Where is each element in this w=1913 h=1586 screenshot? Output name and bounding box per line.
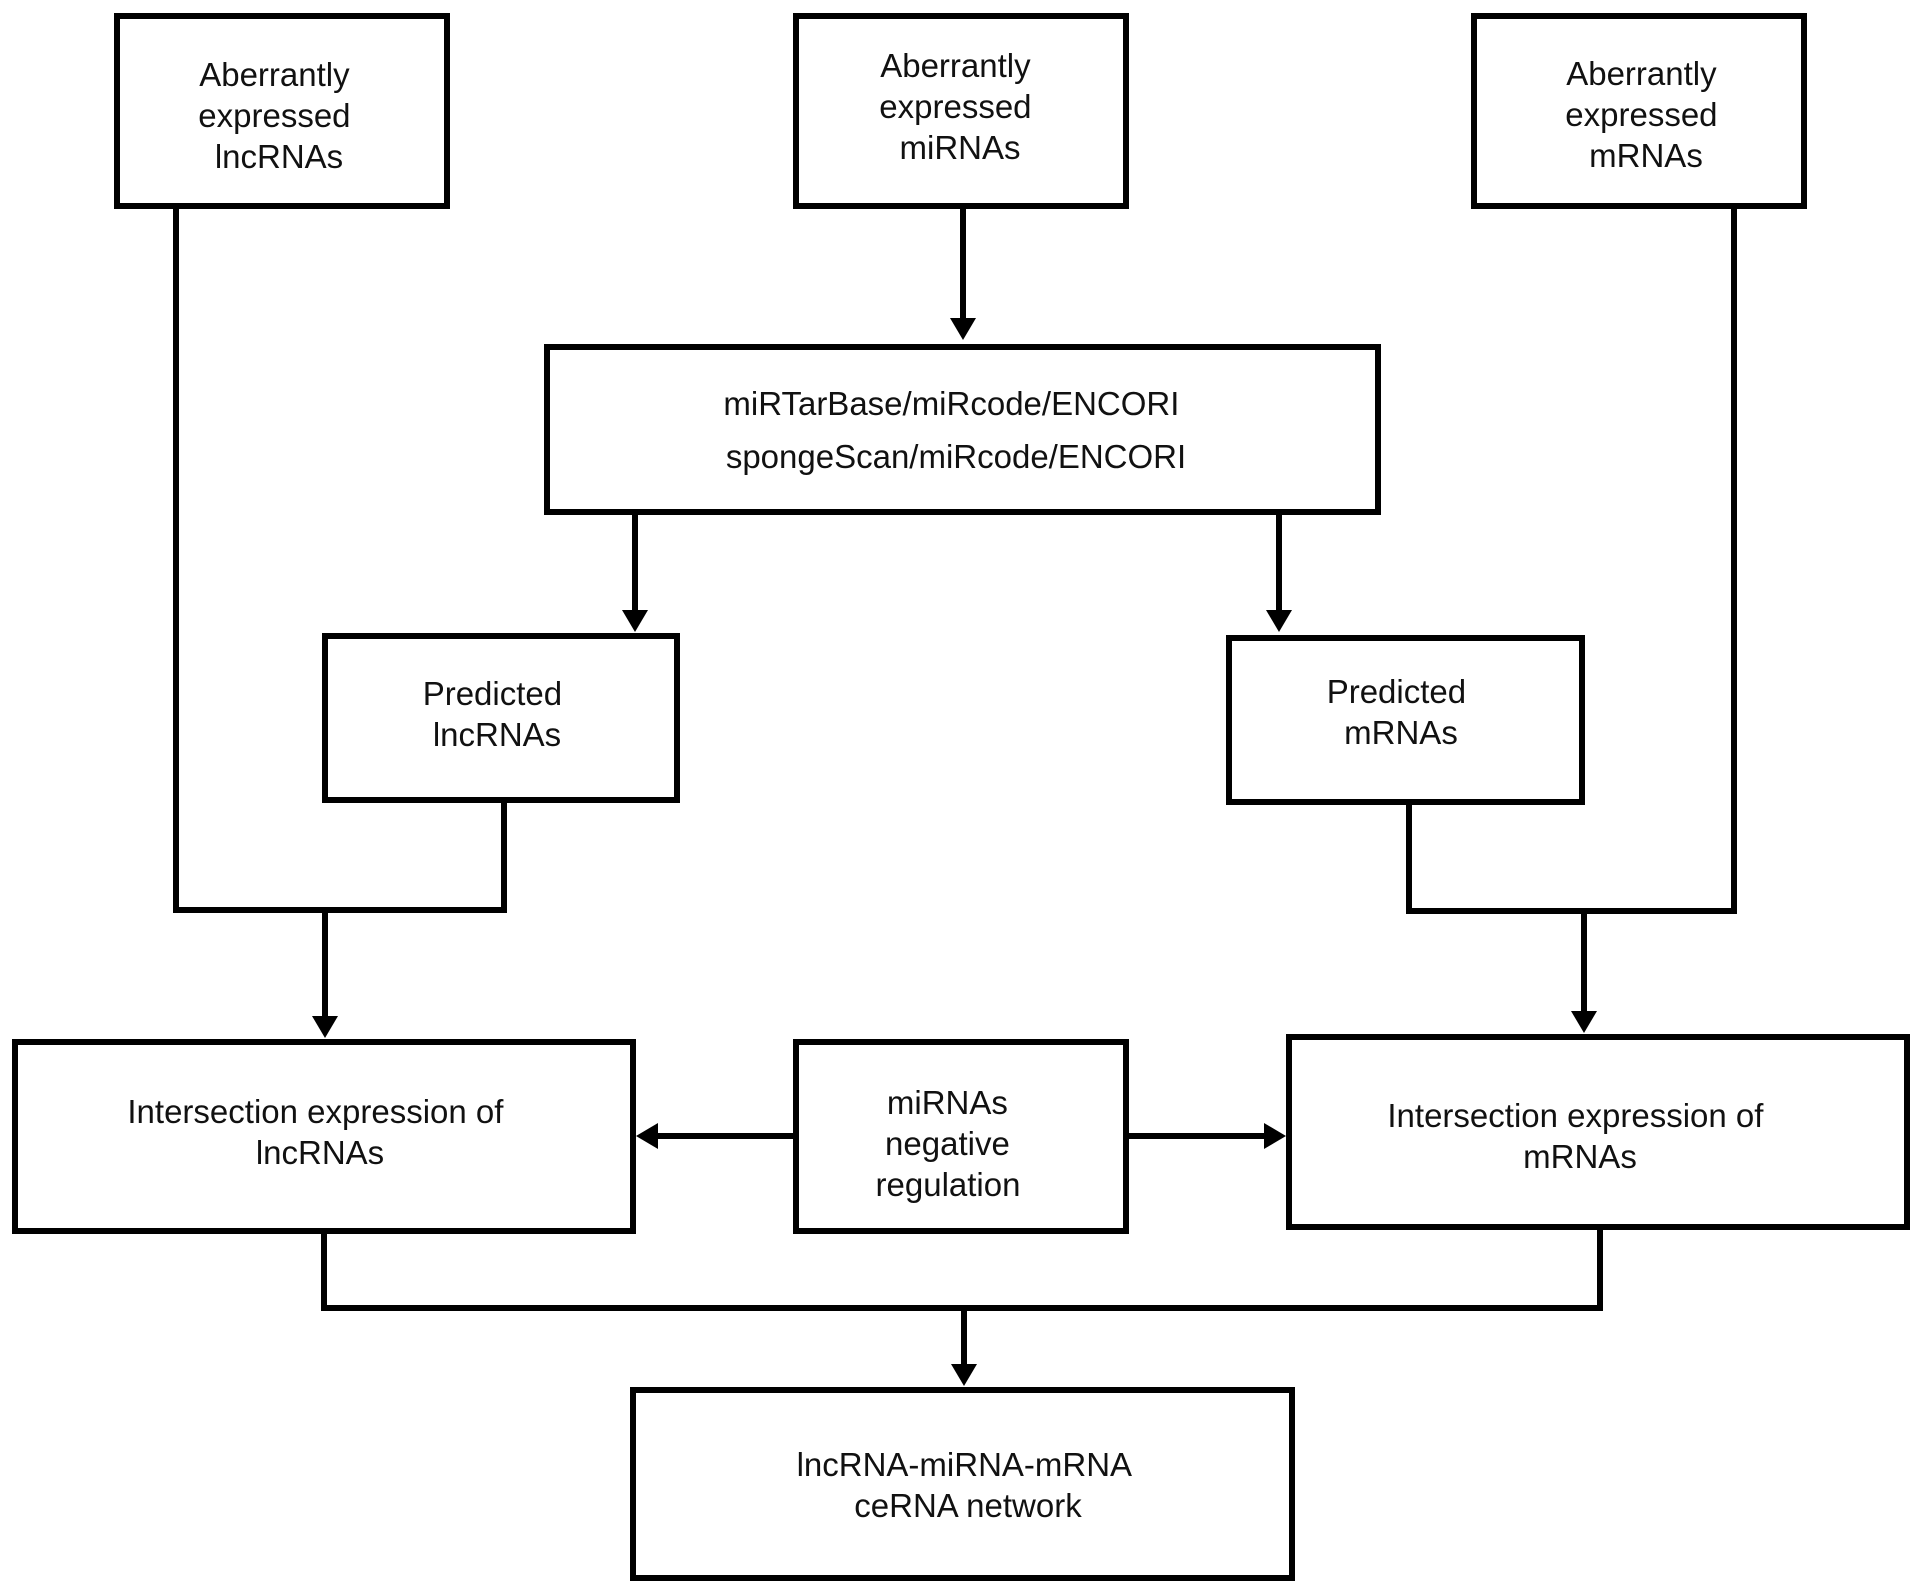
edge-mirna-to-databases (950, 206, 976, 340)
edge-negative-regulation-to-mrnas (1126, 1123, 1286, 1149)
edge-databases-to-predicted-lncrnas (622, 512, 648, 632)
edge-intersections-to-cerna-network (321, 1227, 1603, 1386)
svg-text:Aberrantly expressed: Aberrantly expressed lncRNAs (198, 56, 359, 175)
edge-negative-regulation-to-lncrnas (636, 1123, 796, 1149)
node-lncrna-predicted: Predicted lncRNAs (322, 633, 680, 803)
node-mrna-intersection: Intersection expression of mRNAs (1286, 1034, 1910, 1230)
node-lncrna-aberrant: Aberrantly expressed lncRNAs (114, 13, 450, 209)
node-mrna-aberrant: Aberrantly expressed mRNAs (1471, 13, 1807, 209)
svg-text:miRTarBase/miRcode/ENCORI: miRTarBase/miRcode/ENCORI spongeScan/miR… (723, 385, 1188, 475)
svg-text:Intersection expression of: Intersection expression of mRNAs (1387, 1097, 1772, 1175)
svg-text:Predicted mRNAs: Predicted mRNAs (1327, 673, 1476, 751)
svg-text:miRNAs negative re: miRNAs negative regulation (876, 1084, 1021, 1203)
node-mirna-aberrant: Aberrantly expressed miRNAs (793, 13, 1129, 209)
node-databases: miRTarBase/miRcode/ENCORI spongeScan/miR… (544, 344, 1381, 515)
edge-databases-to-predicted-mrnas (1266, 512, 1292, 632)
edge-lncrnas-merge-to-intersection (173, 206, 507, 1038)
node-mirna-negative-regulation: miRNAs negative regulation (793, 1039, 1129, 1234)
node-lncrna-intersection: Intersection expression of lncRNAs (12, 1039, 636, 1234)
svg-text:Aberrantly expressed: Aberrantly expressed miRNAs (879, 47, 1040, 166)
node-mrna-predicted: Predicted mRNAs (1226, 635, 1585, 805)
svg-text:Aberrantly expressed: Aberrantly expressed mRNAs (1565, 55, 1726, 174)
edge-mrnas-merge-to-intersection (1406, 206, 1737, 1033)
svg-text:Intersection expression of: Intersection expression of lncRNAs (127, 1093, 512, 1171)
svg-text:lncRNA-miRNA-mRNA ceRNA: lncRNA-miRNA-mRNA ceRNA network (797, 1446, 1140, 1524)
svg-text:Predicted lncRNAs: Predicted lncRNAs (423, 675, 572, 753)
node-cerna-network: lncRNA-miRNA-mRNA ceRNA network (630, 1387, 1295, 1581)
